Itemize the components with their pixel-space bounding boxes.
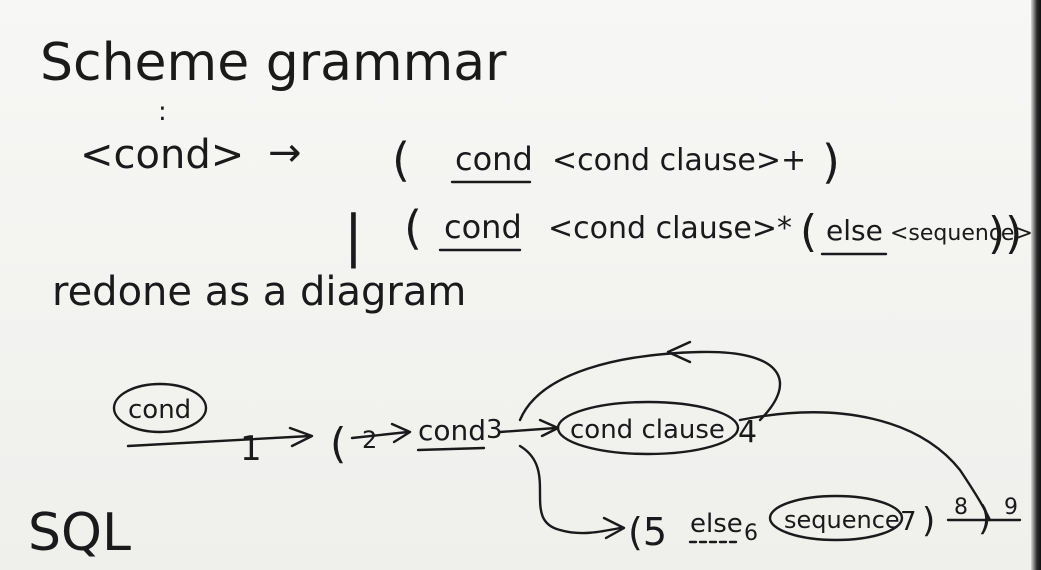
alt2-sequence: <sequence> — [890, 221, 1033, 246]
diagram-cond-keyword: cond — [418, 414, 486, 447]
clause-loop-edge — [518, 350, 782, 422]
sequence-circle — [768, 494, 904, 542]
alt1-open-paren: ( — [392, 133, 410, 187]
production-lhs: <cond> — [80, 132, 244, 178]
alt2-close-parens: )) — [988, 208, 1022, 259]
node-label-7: 7 — [900, 507, 917, 537]
footer-label: SQL — [28, 503, 131, 563]
clause-loop-arrowhead — [666, 340, 692, 364]
node-label-8: 8 — [954, 495, 968, 520]
start-label-circle — [112, 382, 208, 434]
diagram-sequence: sequence — [784, 506, 900, 534]
node-label-6: 6 — [744, 521, 758, 546]
diagram-close-paren-1: ) — [922, 501, 935, 541]
alt2-keyword: cond — [444, 208, 522, 246]
alt1-close-paren: ) — [822, 135, 840, 189]
edge-cond-to-else-branch — [518, 444, 622, 535]
edge-paren-to-cond-arrowhead — [390, 422, 412, 444]
diagram-paren5: (5 — [628, 510, 667, 554]
node-label-4: 4 — [738, 415, 757, 450]
start-label: cond — [128, 395, 191, 425]
subtitle: redone as a diagram — [52, 269, 466, 315]
entry-line — [126, 434, 312, 448]
node-label-3: 3 — [486, 415, 503, 445]
alt2-clause: <cond clause>* — [548, 211, 792, 246]
production-arrow: → — [268, 130, 302, 176]
diagram-else-keyword: else — [690, 509, 743, 539]
ellipsis-dots: : — [158, 97, 167, 127]
clause-circle — [556, 400, 740, 456]
alt2-else-keyword: else — [826, 214, 883, 247]
diagram-open-paren: ( — [330, 419, 346, 468]
diagram-clause: cond clause — [570, 415, 725, 445]
alt1-clause: <cond clause>+ — [552, 143, 806, 178]
node-label-9: 9 — [1004, 495, 1018, 520]
diagram-cond-underline — [416, 446, 486, 452]
title: Scheme grammar — [40, 33, 507, 93]
alt1-keyword: cond — [455, 140, 533, 178]
edge-else-branch-arrowhead — [602, 516, 626, 540]
alt2-open-paren: ( — [404, 201, 422, 255]
production-bar: | — [344, 204, 363, 269]
edge-cond-to-clause — [498, 426, 558, 434]
node-label-2: 2 — [362, 426, 377, 454]
whiteboard-frame-edge — [1031, 0, 1041, 570]
alt2-else-open-paren: ( — [800, 206, 817, 257]
edge-clause-to-close — [738, 411, 992, 522]
edge-paren-to-cond — [350, 430, 410, 440]
node-label-1: 1 — [240, 429, 262, 469]
entry-arrowhead — [288, 426, 314, 448]
